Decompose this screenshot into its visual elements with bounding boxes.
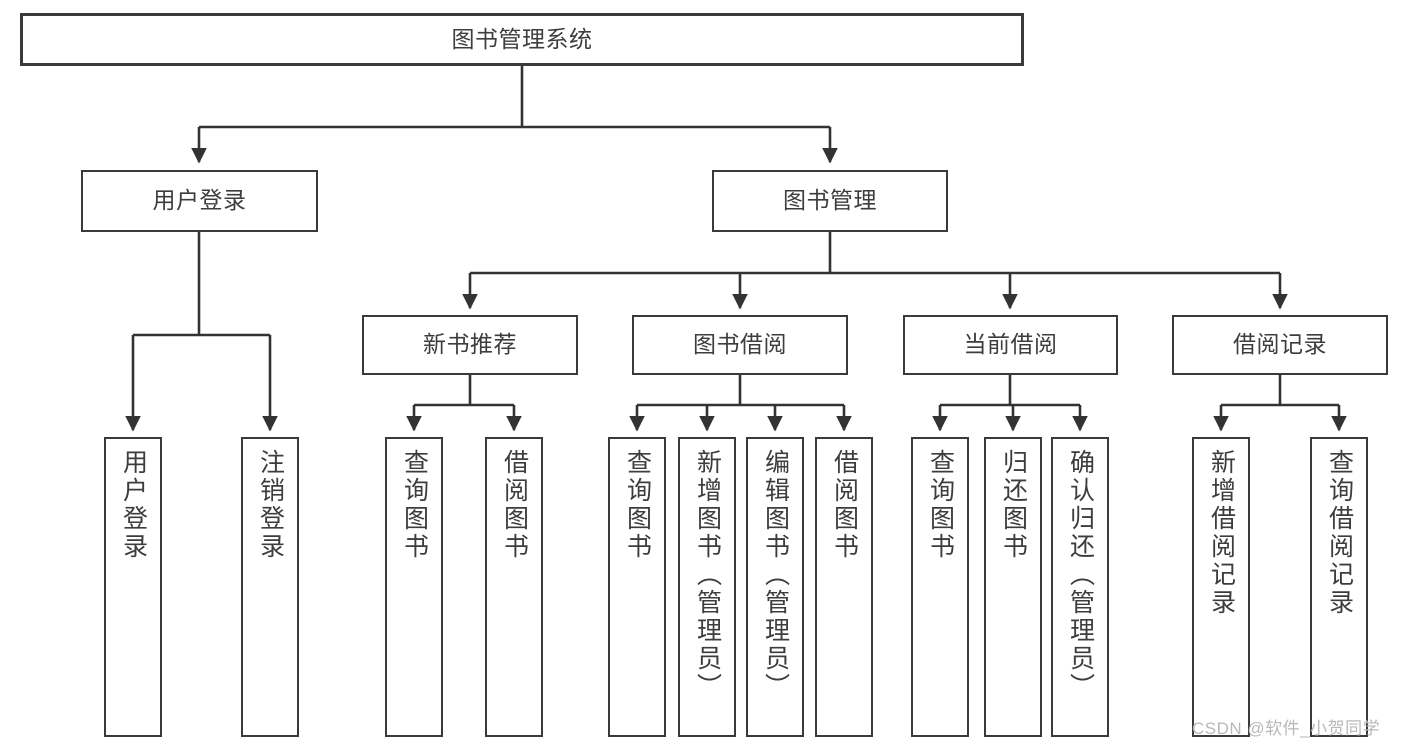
node-leaf-query-book-1-label: 查询图书 bbox=[400, 449, 429, 561]
node-leaf-confirm-return-label: 确认归还（管理员） bbox=[1066, 449, 1095, 701]
node-leaf-edit-book-label: 编辑图书（管理员） bbox=[761, 449, 790, 701]
node-leaf-borrow-book-1-label: 借阅图书 bbox=[500, 449, 529, 561]
node-book-borrow-label: 图书借阅 bbox=[693, 331, 787, 358]
node-leaf-borrow-book-2-label: 借阅图书 bbox=[830, 449, 859, 561]
node-leaf-query-borrow-record-label: 查询借阅记录 bbox=[1325, 449, 1354, 617]
watermark: CSDN @软件_小贺同学 bbox=[1192, 719, 1381, 738]
node-book-management-label: 图书管理 bbox=[783, 187, 877, 214]
node-leaf-confirm-return[interactable]: 确认归还（管理员） bbox=[1051, 437, 1109, 737]
node-leaf-query-book-2-label: 查询图书 bbox=[623, 449, 652, 561]
node-leaf-add-borrow-record-label: 新增借阅记录 bbox=[1207, 449, 1236, 617]
node-leaf-user-login[interactable]: 用户登录 bbox=[104, 437, 162, 737]
node-new-book-recommend[interactable]: 新书推荐 bbox=[362, 315, 578, 375]
node-current-borrow-label: 当前借阅 bbox=[963, 331, 1058, 358]
node-leaf-user-logout-label: 注销登录 bbox=[256, 449, 285, 561]
node-leaf-add-book[interactable]: 新增图书（管理员） bbox=[678, 437, 736, 737]
node-borrow-record-label: 借阅记录 bbox=[1233, 331, 1327, 358]
node-leaf-query-borrow-record[interactable]: 查询借阅记录 bbox=[1310, 437, 1368, 737]
node-leaf-borrow-book-1[interactable]: 借阅图书 bbox=[485, 437, 543, 737]
node-leaf-query-book-1[interactable]: 查询图书 bbox=[385, 437, 443, 737]
node-borrow-record[interactable]: 借阅记录 bbox=[1172, 315, 1388, 375]
node-root-label: 图书管理系统 bbox=[451, 25, 593, 52]
node-new-book-recommend-label: 新书推荐 bbox=[423, 331, 517, 358]
node-root[interactable]: 图书管理系统 bbox=[20, 13, 1024, 66]
node-leaf-user-login-label: 用户登录 bbox=[119, 449, 148, 561]
node-user-login-label: 用户登录 bbox=[152, 187, 247, 214]
node-book-management[interactable]: 图书管理 bbox=[712, 170, 948, 232]
node-leaf-query-book-3-label: 查询图书 bbox=[926, 449, 955, 561]
node-leaf-borrow-book-2[interactable]: 借阅图书 bbox=[815, 437, 873, 737]
node-current-borrow[interactable]: 当前借阅 bbox=[903, 315, 1118, 375]
node-user-login[interactable]: 用户登录 bbox=[81, 170, 318, 232]
node-leaf-edit-book[interactable]: 编辑图书（管理员） bbox=[746, 437, 804, 737]
node-leaf-return-book[interactable]: 归还图书 bbox=[984, 437, 1042, 737]
node-book-borrow[interactable]: 图书借阅 bbox=[632, 315, 848, 375]
node-leaf-add-book-label: 新增图书（管理员） bbox=[693, 449, 722, 701]
node-leaf-add-borrow-record[interactable]: 新增借阅记录 bbox=[1192, 437, 1250, 737]
node-leaf-query-book-2[interactable]: 查询图书 bbox=[608, 437, 666, 737]
node-leaf-return-book-label: 归还图书 bbox=[999, 449, 1028, 561]
node-leaf-query-book-3[interactable]: 查询图书 bbox=[911, 437, 969, 737]
node-leaf-user-logout[interactable]: 注销登录 bbox=[241, 437, 299, 737]
